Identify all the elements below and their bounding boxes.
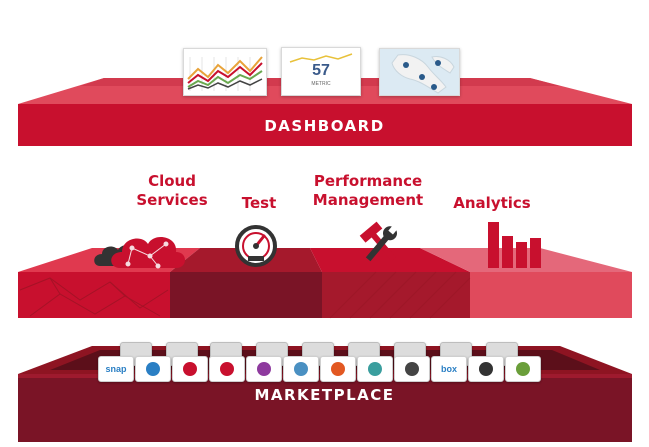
pillar-label-line1: Performance: [313, 172, 423, 190]
pillar-label-test: Test: [220, 194, 298, 213]
bar-chart-icon: [488, 222, 541, 268]
network-logo-icon: [479, 362, 493, 376]
pillar-label-line2: Services: [136, 191, 208, 209]
circle-logo-tile[interactable]: [283, 356, 319, 382]
rocket-logo-icon: [405, 362, 419, 376]
marketplace-label: MARKETPLACE: [254, 386, 395, 404]
dashboard-thumbnail-map[interactable]: [379, 48, 460, 96]
pillar-label-line1: Test: [241, 194, 277, 212]
dashboard-label: DASHBOARD: [264, 117, 385, 135]
pillar-label-analytics: Analytics: [444, 194, 540, 213]
dashboard-thumbnail-metric[interactable]: 57 METRIC: [281, 47, 361, 96]
analytics-bar-1: [488, 222, 499, 268]
map-icon: [391, 54, 455, 94]
stripe-decoration: [329, 271, 471, 319]
rocket-logo-tile[interactable]: [394, 356, 430, 382]
pillar-label-line1: Cloud: [148, 172, 196, 190]
metric-value: 57: [312, 62, 330, 79]
line-chart-icon: [187, 56, 263, 91]
analytics-bar-3: [516, 242, 527, 268]
pillar-label-cloud-services: Cloud Services: [118, 172, 226, 210]
network-lines-decoration: [19, 277, 169, 317]
purple-logo-tile[interactable]: [246, 356, 282, 382]
network-logo-tile[interactable]: [468, 356, 504, 382]
metric-sparkline-icon: [289, 53, 353, 63]
pillar-label-performance-management: Performance Management: [300, 172, 436, 210]
flame-logo-tile[interactable]: [320, 356, 356, 382]
spiral-logo-tile[interactable]: [357, 356, 393, 382]
purple-logo-icon: [257, 362, 271, 376]
squares-logo-icon: [146, 362, 160, 376]
swoosh-logo-icon: [183, 362, 197, 376]
circle-logo-icon: [294, 362, 308, 376]
dashboard-layer-graphic: [18, 78, 632, 146]
envelope-logo-tile[interactable]: [209, 356, 245, 382]
cloud-network-icon: [94, 237, 185, 269]
leaf-logo-icon: [516, 362, 530, 376]
pillar-front-face-1: [18, 272, 170, 318]
swoosh-logo-tile[interactable]: [172, 356, 208, 382]
box-logo-tile[interactable]: box: [431, 356, 467, 382]
gauge-icon: [235, 225, 277, 267]
envelope-logo-icon: [220, 362, 234, 376]
metric-caption: METRIC: [311, 81, 331, 87]
pillar-top-face-3: [310, 248, 470, 272]
pillar-front-face-3: [322, 272, 470, 318]
spiral-logo-icon: [368, 362, 382, 376]
analytics-bar-4: [530, 238, 541, 268]
dashboard-thumbnail-chart[interactable]: [183, 48, 267, 96]
pillar-front-face-2: [170, 272, 322, 318]
box-logo-icon: box: [440, 364, 457, 374]
snap-logo-tile[interactable]: snap: [98, 356, 134, 382]
pillar-label-line1: Analytics: [453, 194, 531, 212]
pillar-label-line2: Management: [312, 191, 424, 209]
dashboard-front-face: [18, 104, 632, 146]
pillar-front-face-4: [470, 272, 632, 318]
leaf-logo-tile[interactable]: [505, 356, 541, 382]
wrench-hammer-icon: [359, 221, 398, 262]
marketplace-front-face: [18, 374, 632, 442]
analytics-bar-2: [502, 236, 513, 268]
snap-logo-icon: snap: [105, 364, 127, 374]
flame-logo-icon: [331, 362, 345, 376]
squares-logo-tile[interactable]: [135, 356, 171, 382]
